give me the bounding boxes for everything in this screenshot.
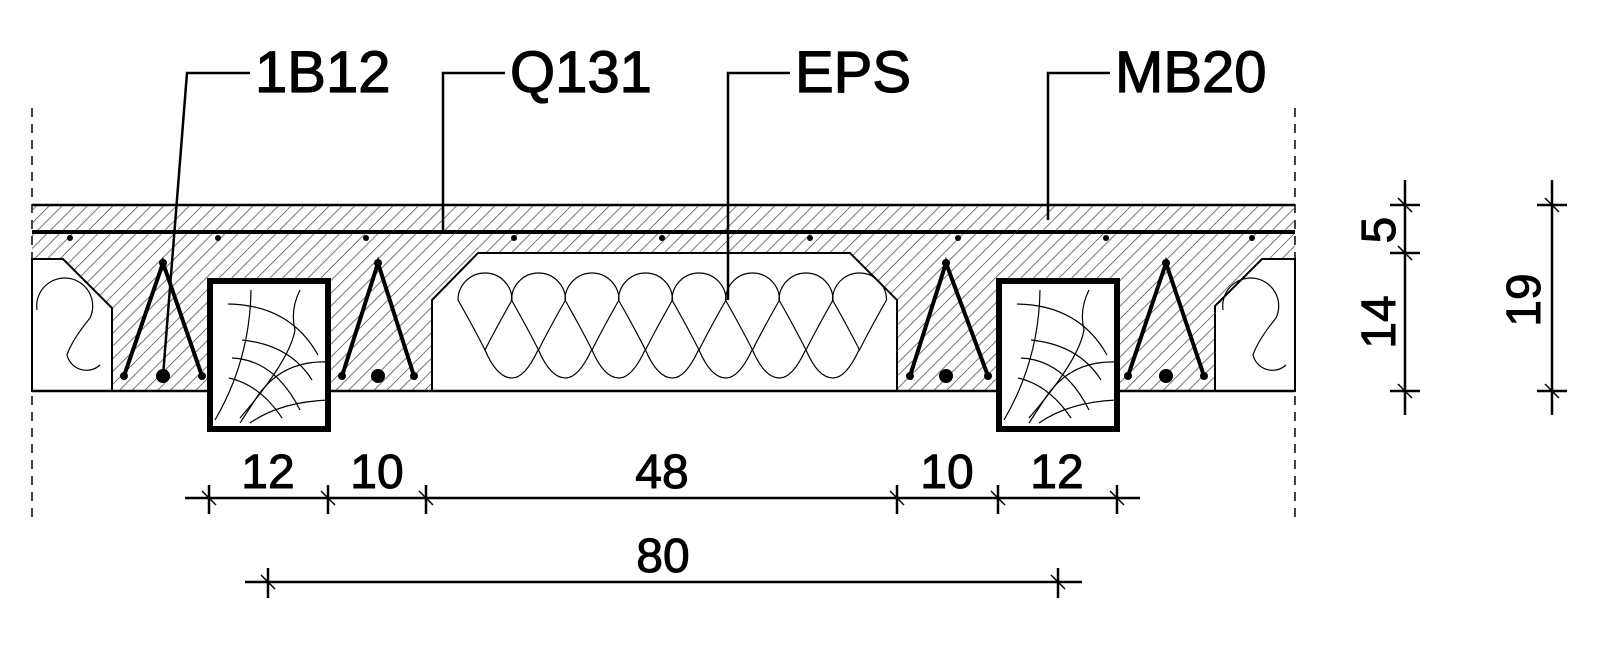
dim-beam-right: 12: [1030, 446, 1083, 499]
leader-lines: [161, 71, 1110, 377]
dimension-chain: [185, 485, 1140, 514]
eps-loop: [805, 349, 860, 379]
dim-panel: 14: [1353, 295, 1406, 348]
eps-loop: [36, 277, 101, 371]
label-concrete: MB20: [1115, 40, 1267, 105]
label-rebar: 1B12: [255, 40, 390, 105]
dim-beam-left: 12: [241, 446, 294, 499]
eps-loop: [537, 349, 593, 379]
dim-rib-left: 10: [350, 446, 403, 499]
timber-beam-left: [207, 278, 331, 432]
label-insulation: EPS: [795, 40, 911, 105]
dimension-total-width: [245, 568, 1082, 598]
eps-loop-pattern: [36, 272, 1287, 379]
dim-eps: 48: [635, 446, 688, 499]
timber-beam-right: [996, 278, 1120, 432]
eps-loop: [484, 349, 539, 379]
eps-loop: [644, 349, 700, 379]
eps-loop: [831, 272, 888, 352]
eps-block-left: [31, 258, 113, 392]
eps-loop: [698, 349, 753, 379]
mesh-bars: [67, 235, 1255, 241]
label-mesh: Q131: [510, 40, 652, 105]
dim-rib-right: 10: [920, 446, 973, 499]
dim-topping: 5: [1353, 217, 1406, 244]
dimension-vertical-chain: [1390, 180, 1567, 415]
eps-loop: [1222, 277, 1287, 371]
dim-total-width: 80: [636, 530, 689, 583]
eps-block-center: [431, 252, 898, 392]
eps-loop: [751, 349, 807, 379]
eps-loop: [591, 349, 646, 379]
dim-total-height: 19: [1498, 273, 1551, 326]
